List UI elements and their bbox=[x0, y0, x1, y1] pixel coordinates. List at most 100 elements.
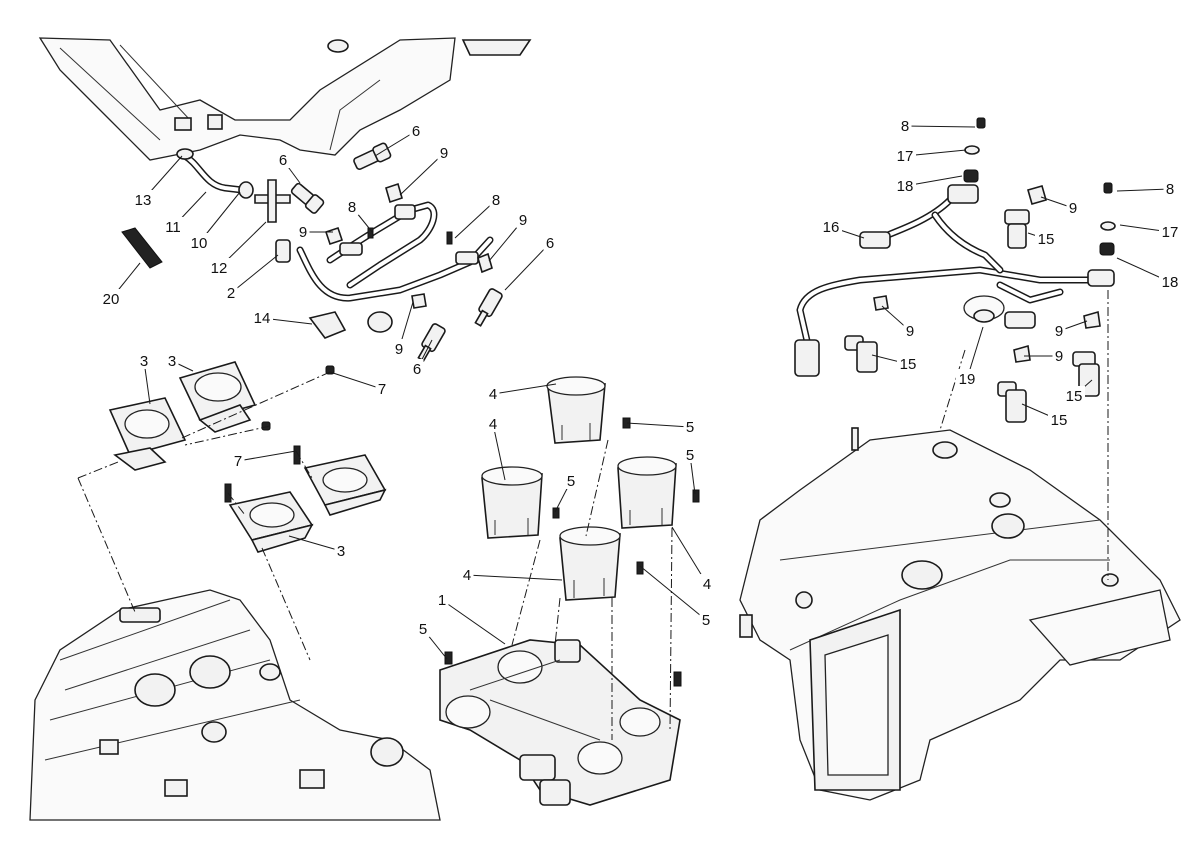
callout-c-9b: 9 bbox=[299, 224, 307, 241]
callout-label-bg bbox=[392, 339, 406, 357]
callout-c-15a: 15 bbox=[1038, 231, 1055, 248]
callout-label-bg bbox=[683, 417, 697, 435]
callout-c-9a: 9 bbox=[440, 145, 448, 162]
callout-c-11: 11 bbox=[165, 219, 181, 236]
callout-c-2: 2 bbox=[227, 285, 235, 302]
leader-line bbox=[504, 242, 551, 291]
callout-c-10: 10 bbox=[191, 235, 208, 252]
callout-label-bg bbox=[700, 574, 714, 592]
funnel-4-bottom bbox=[559, 526, 621, 601]
callout-label-bg bbox=[903, 321, 917, 339]
screws-5 bbox=[444, 417, 700, 687]
callout-label-bg bbox=[100, 289, 122, 307]
callout-label-bg bbox=[137, 351, 151, 369]
callout-label-bg bbox=[132, 190, 154, 208]
leader-line bbox=[492, 423, 506, 481]
leader-line bbox=[399, 152, 445, 196]
callout-c-3c: 3 bbox=[337, 543, 345, 560]
leader-line bbox=[492, 383, 557, 395]
callout-label-bg bbox=[1159, 222, 1181, 240]
callout-c-17a: 17 bbox=[897, 148, 914, 165]
flange-3-upper-right bbox=[178, 361, 257, 433]
callout-c-5d: 5 bbox=[702, 612, 710, 629]
leader-line bbox=[626, 422, 691, 428]
funnel-4-left bbox=[481, 466, 543, 539]
callout-label-bg bbox=[334, 541, 348, 559]
leader-line bbox=[230, 254, 279, 294]
callout-c-14: 14 bbox=[254, 310, 271, 327]
airbox-fragment bbox=[38, 37, 532, 161]
leader-line bbox=[329, 371, 383, 390]
callout-label-bg bbox=[416, 619, 430, 637]
callout-c-5c: 5 bbox=[686, 447, 694, 464]
callout-c-9g: 9 bbox=[1055, 323, 1063, 340]
callout-label-bg bbox=[1035, 229, 1057, 247]
callout-c-8b: 8 bbox=[492, 192, 500, 209]
callout-label-bg bbox=[231, 451, 245, 469]
callout-label-bg bbox=[956, 369, 978, 387]
callout-label-bg bbox=[898, 116, 912, 134]
leader-line bbox=[639, 565, 707, 621]
leader-line bbox=[454, 199, 497, 239]
callout-label-bg bbox=[486, 414, 500, 432]
callout-c-1: 1 bbox=[438, 592, 446, 609]
callout-c-13: 13 bbox=[135, 192, 152, 209]
callout-label-bg bbox=[897, 354, 919, 372]
callout-label-bg bbox=[224, 283, 238, 301]
throttle-body-1 bbox=[439, 639, 681, 806]
callout-label-bg bbox=[820, 217, 842, 235]
callout-c-19: 19 bbox=[959, 371, 976, 388]
callout-c-3a: 3 bbox=[140, 353, 148, 370]
leader-line bbox=[288, 535, 342, 552]
callout-label-bg bbox=[208, 258, 230, 276]
callout-c-15c: 15 bbox=[1051, 412, 1068, 429]
leader-line bbox=[904, 125, 976, 128]
callout-c-5e: 5 bbox=[419, 621, 427, 638]
callout-c-9c: 9 bbox=[519, 212, 527, 229]
callout-c-3b: 3 bbox=[168, 353, 176, 370]
callout-label-bg bbox=[345, 197, 359, 215]
clips-screws-washers-right bbox=[873, 117, 1116, 363]
callout-c-7a: 7 bbox=[378, 381, 386, 398]
callout-c-4c: 4 bbox=[463, 567, 471, 584]
callout-label-bg bbox=[1052, 321, 1066, 339]
callout-c-15d: 15 bbox=[1066, 388, 1083, 405]
engine-head bbox=[29, 589, 441, 821]
callout-label-bg bbox=[1159, 272, 1181, 290]
loose-hose-20 bbox=[121, 227, 163, 269]
callout-c-8a: 8 bbox=[348, 199, 356, 216]
callout-c-5a: 5 bbox=[686, 419, 694, 436]
airbox-housing bbox=[739, 427, 1181, 801]
leader-line bbox=[1116, 188, 1171, 192]
callout-label-bg bbox=[564, 471, 578, 489]
callout-c-5b: 5 bbox=[567, 473, 575, 490]
callout-c-8c: 8 bbox=[901, 118, 909, 135]
callout-c-4d: 4 bbox=[703, 576, 711, 593]
callout-c-6c: 6 bbox=[546, 235, 554, 252]
callout-label-bg bbox=[1048, 410, 1070, 428]
callout-label-bg bbox=[409, 121, 423, 139]
callout-label-bg bbox=[375, 379, 389, 397]
leader-line bbox=[466, 574, 563, 581]
callout-label-bg bbox=[1066, 198, 1080, 216]
callout-label-bg bbox=[162, 217, 184, 235]
flange-3-lower-right bbox=[303, 454, 387, 516]
injectors-left bbox=[290, 142, 503, 362]
callout-label-bg bbox=[699, 610, 713, 628]
t-fitting bbox=[254, 179, 291, 263]
callout-label-bg bbox=[165, 351, 179, 369]
callout-c-4a: 4 bbox=[489, 386, 497, 403]
callout-label-bg bbox=[894, 176, 916, 194]
callout-label-bg bbox=[296, 222, 310, 240]
callout-label-bg bbox=[251, 308, 273, 326]
flange-3-lower-left bbox=[228, 491, 314, 553]
callout-label-bg bbox=[486, 384, 500, 402]
callout-label-bg bbox=[410, 359, 424, 377]
callout-c-6b: 6 bbox=[279, 152, 287, 169]
callout-c-16: 16 bbox=[823, 219, 840, 236]
callout-c-8d: 8 bbox=[1166, 181, 1174, 198]
callout-c-12: 12 bbox=[211, 260, 228, 277]
injectors-right bbox=[844, 209, 1100, 423]
leader-line bbox=[441, 599, 506, 645]
